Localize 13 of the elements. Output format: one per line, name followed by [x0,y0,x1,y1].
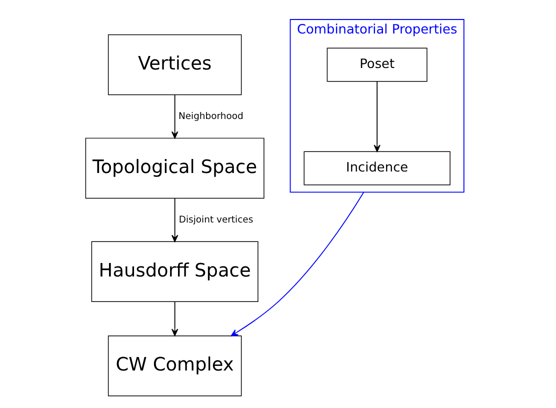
node-box: Incidence [303,151,450,186]
arrow [170,301,178,336]
arrow [170,94,178,139]
edge-label: Disjoint vertices [178,214,253,226]
edge-label: Neighborhood [178,110,243,122]
node-box: Vertices [107,34,242,96]
node-box: Hausdorff Space [90,241,258,302]
node-box: Poset [326,48,427,82]
node-box: Topological Space [84,138,264,199]
node-box: CW Complex [107,335,242,396]
arrow [373,81,380,152]
arrow [170,198,178,242]
arrow [230,192,364,336]
